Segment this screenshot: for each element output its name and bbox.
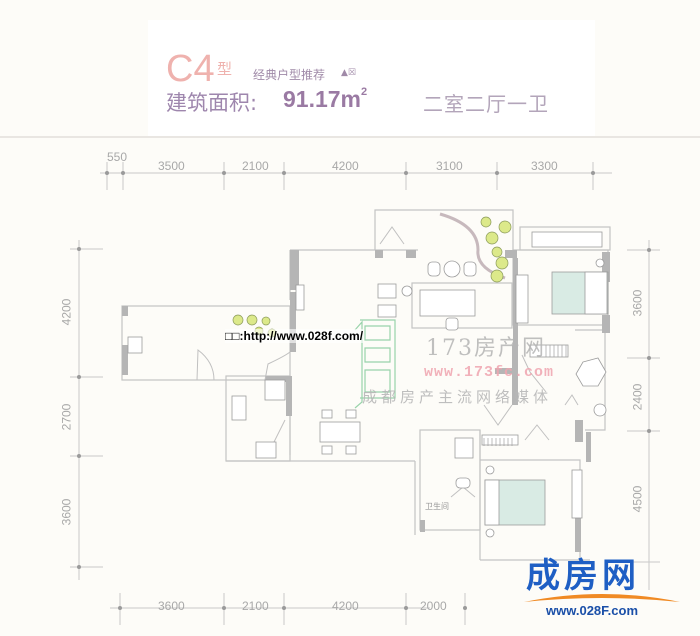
area-number: 91.17m <box>283 86 362 112</box>
dim-right-1: 2400 <box>630 383 645 411</box>
dim-top-4: 3100 <box>436 159 463 173</box>
watermark-173-title: 173房产网 <box>426 336 546 361</box>
layout-description: 二室二厅一卫 <box>423 92 549 116</box>
dim-left-1: 2700 <box>59 403 74 431</box>
header-panel <box>148 20 595 136</box>
dim-bottom-2: 4200 <box>332 599 359 613</box>
brand-name: 成房网 <box>526 556 640 596</box>
furniture <box>127 231 609 538</box>
dim-top-1: 3500 <box>158 159 185 173</box>
railing-hatch <box>483 345 567 446</box>
brand-arc-icon <box>524 594 680 602</box>
area-exponent: 2 <box>361 86 368 98</box>
area-label: 建筑面积: <box>166 91 258 115</box>
dim-top-0: 550 <box>107 150 128 164</box>
dim-top-3: 4200 <box>332 159 359 173</box>
dimension-dots <box>77 171 651 610</box>
door-swings <box>196 226 579 498</box>
brand-logo[interactable]: 成房网 www.028F.com <box>522 556 692 626</box>
dim-right-2: 4500 <box>630 485 645 513</box>
dim-top-2: 2100 <box>242 159 269 173</box>
dim-bottom-1: 2100 <box>242 599 269 613</box>
dim-bottom-3: 2000 <box>420 599 447 613</box>
brand-url: www.028F.com <box>546 603 638 618</box>
watermark-173-logo <box>354 319 396 409</box>
tag-icons: ▲☒ <box>341 68 356 78</box>
dim-bottom-0: 3600 <box>158 599 185 613</box>
watermark-173-tagline: 成都房产主流网络媒体 <box>362 388 553 406</box>
dim-left-0: 4200 <box>59 298 74 326</box>
watermark-173-url: www.173fc.com <box>424 364 555 381</box>
header-divider <box>0 136 700 138</box>
dim-top-5: 3300 <box>531 159 558 173</box>
plan-type: C4 <box>166 48 215 90</box>
walls-solid <box>122 250 610 552</box>
plan-type-suffix: 型 <box>217 60 233 78</box>
area-value: 91.17m2 <box>283 86 367 113</box>
bathroom-label: 卫生间 <box>425 502 449 511</box>
plan-tagline: 经典户型推荐 <box>253 68 326 82</box>
url-watermark: □□:http://www.028f.com/ <box>225 329 364 343</box>
dim-left-2: 3600 <box>59 498 74 526</box>
dim-right-0: 3600 <box>630 289 645 317</box>
